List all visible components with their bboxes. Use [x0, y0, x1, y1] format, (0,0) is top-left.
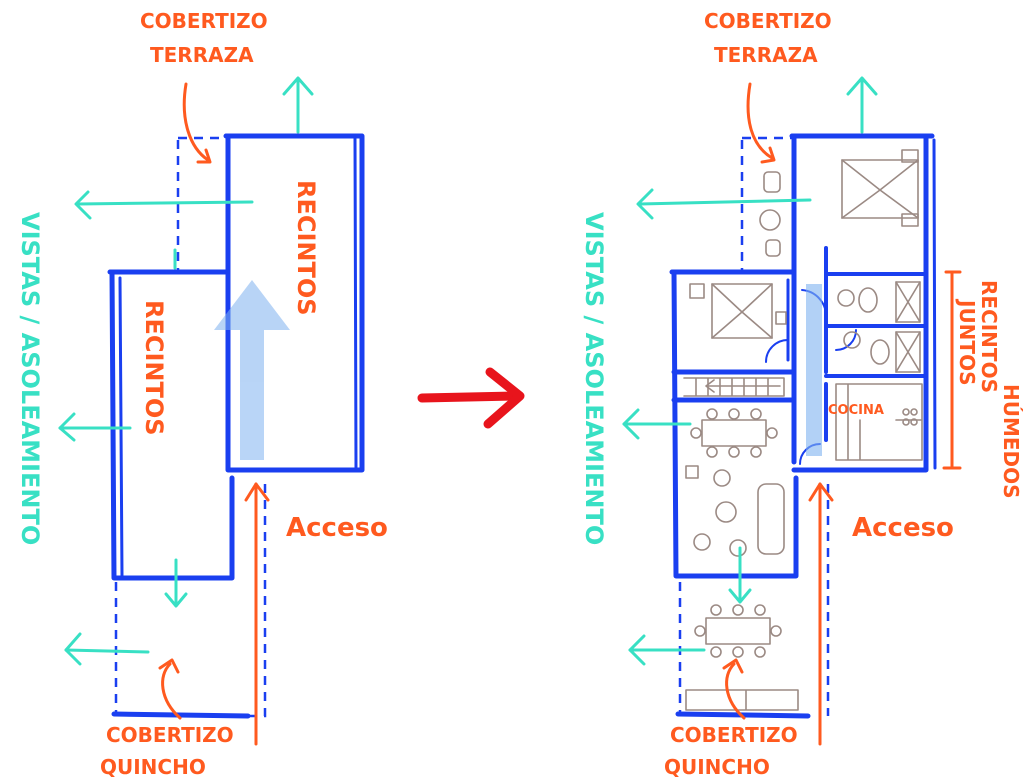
left-diagram: COBERTIZO TERRAZA COBERTIZO QUINCHO Acce… [16, 9, 388, 779]
kitchen-label: COCINA [828, 403, 884, 418]
right-bottom-label-1: COBERTIZO [670, 723, 798, 747]
right-views-label: VISTAS / ASOLEAMIENTO [580, 212, 608, 545]
left-top-label-2: TERRAZA [150, 43, 254, 67]
wet-rooms-bracket [942, 270, 962, 470]
wet-label-3: JUNTOS [955, 298, 979, 385]
right-orange-arrows [722, 82, 962, 746]
left-block-walls [669, 269, 799, 579]
right-furniture [683, 149, 923, 711]
left-views-label: VISTAS / ASOLEAMIENTO [16, 212, 44, 545]
right-diagram: COBERTIZO TERRAZA COBERTIZO QUINCHO Acce… [580, 9, 1023, 779]
left-circulation-arrow [214, 280, 290, 460]
right-top-label-1: COBERTIZO [704, 9, 832, 33]
left-views-arrows [58, 76, 314, 666]
right-access-label: Acceso [852, 513, 954, 543]
right-block-label: RECINTOS [292, 180, 320, 316]
right-top-label-2: TERRAZA [714, 43, 818, 67]
transition-arrow [417, 367, 525, 429]
left-top-label-1: COBERTIZO [140, 9, 268, 33]
right-views-arrows [622, 76, 878, 666]
left-block-label: RECINTOS [140, 300, 168, 436]
left-right-block-walls [223, 133, 365, 473]
left-orange-arrows [158, 82, 270, 746]
wet-label-1: RECINTOS [977, 280, 1001, 393]
left-bottom-label-2: QUINCHO [100, 755, 206, 779]
right-block-walls [789, 133, 935, 473]
left-bottom-label-1: COBERTIZO [106, 723, 234, 747]
right-bottom-label-2: QUINCHO [664, 755, 770, 779]
left-access-label: Acceso [286, 513, 388, 543]
left-left-block-walls [107, 269, 235, 581]
right-circulation [806, 284, 822, 456]
wet-label-2: HÚMEDOS [999, 384, 1023, 499]
